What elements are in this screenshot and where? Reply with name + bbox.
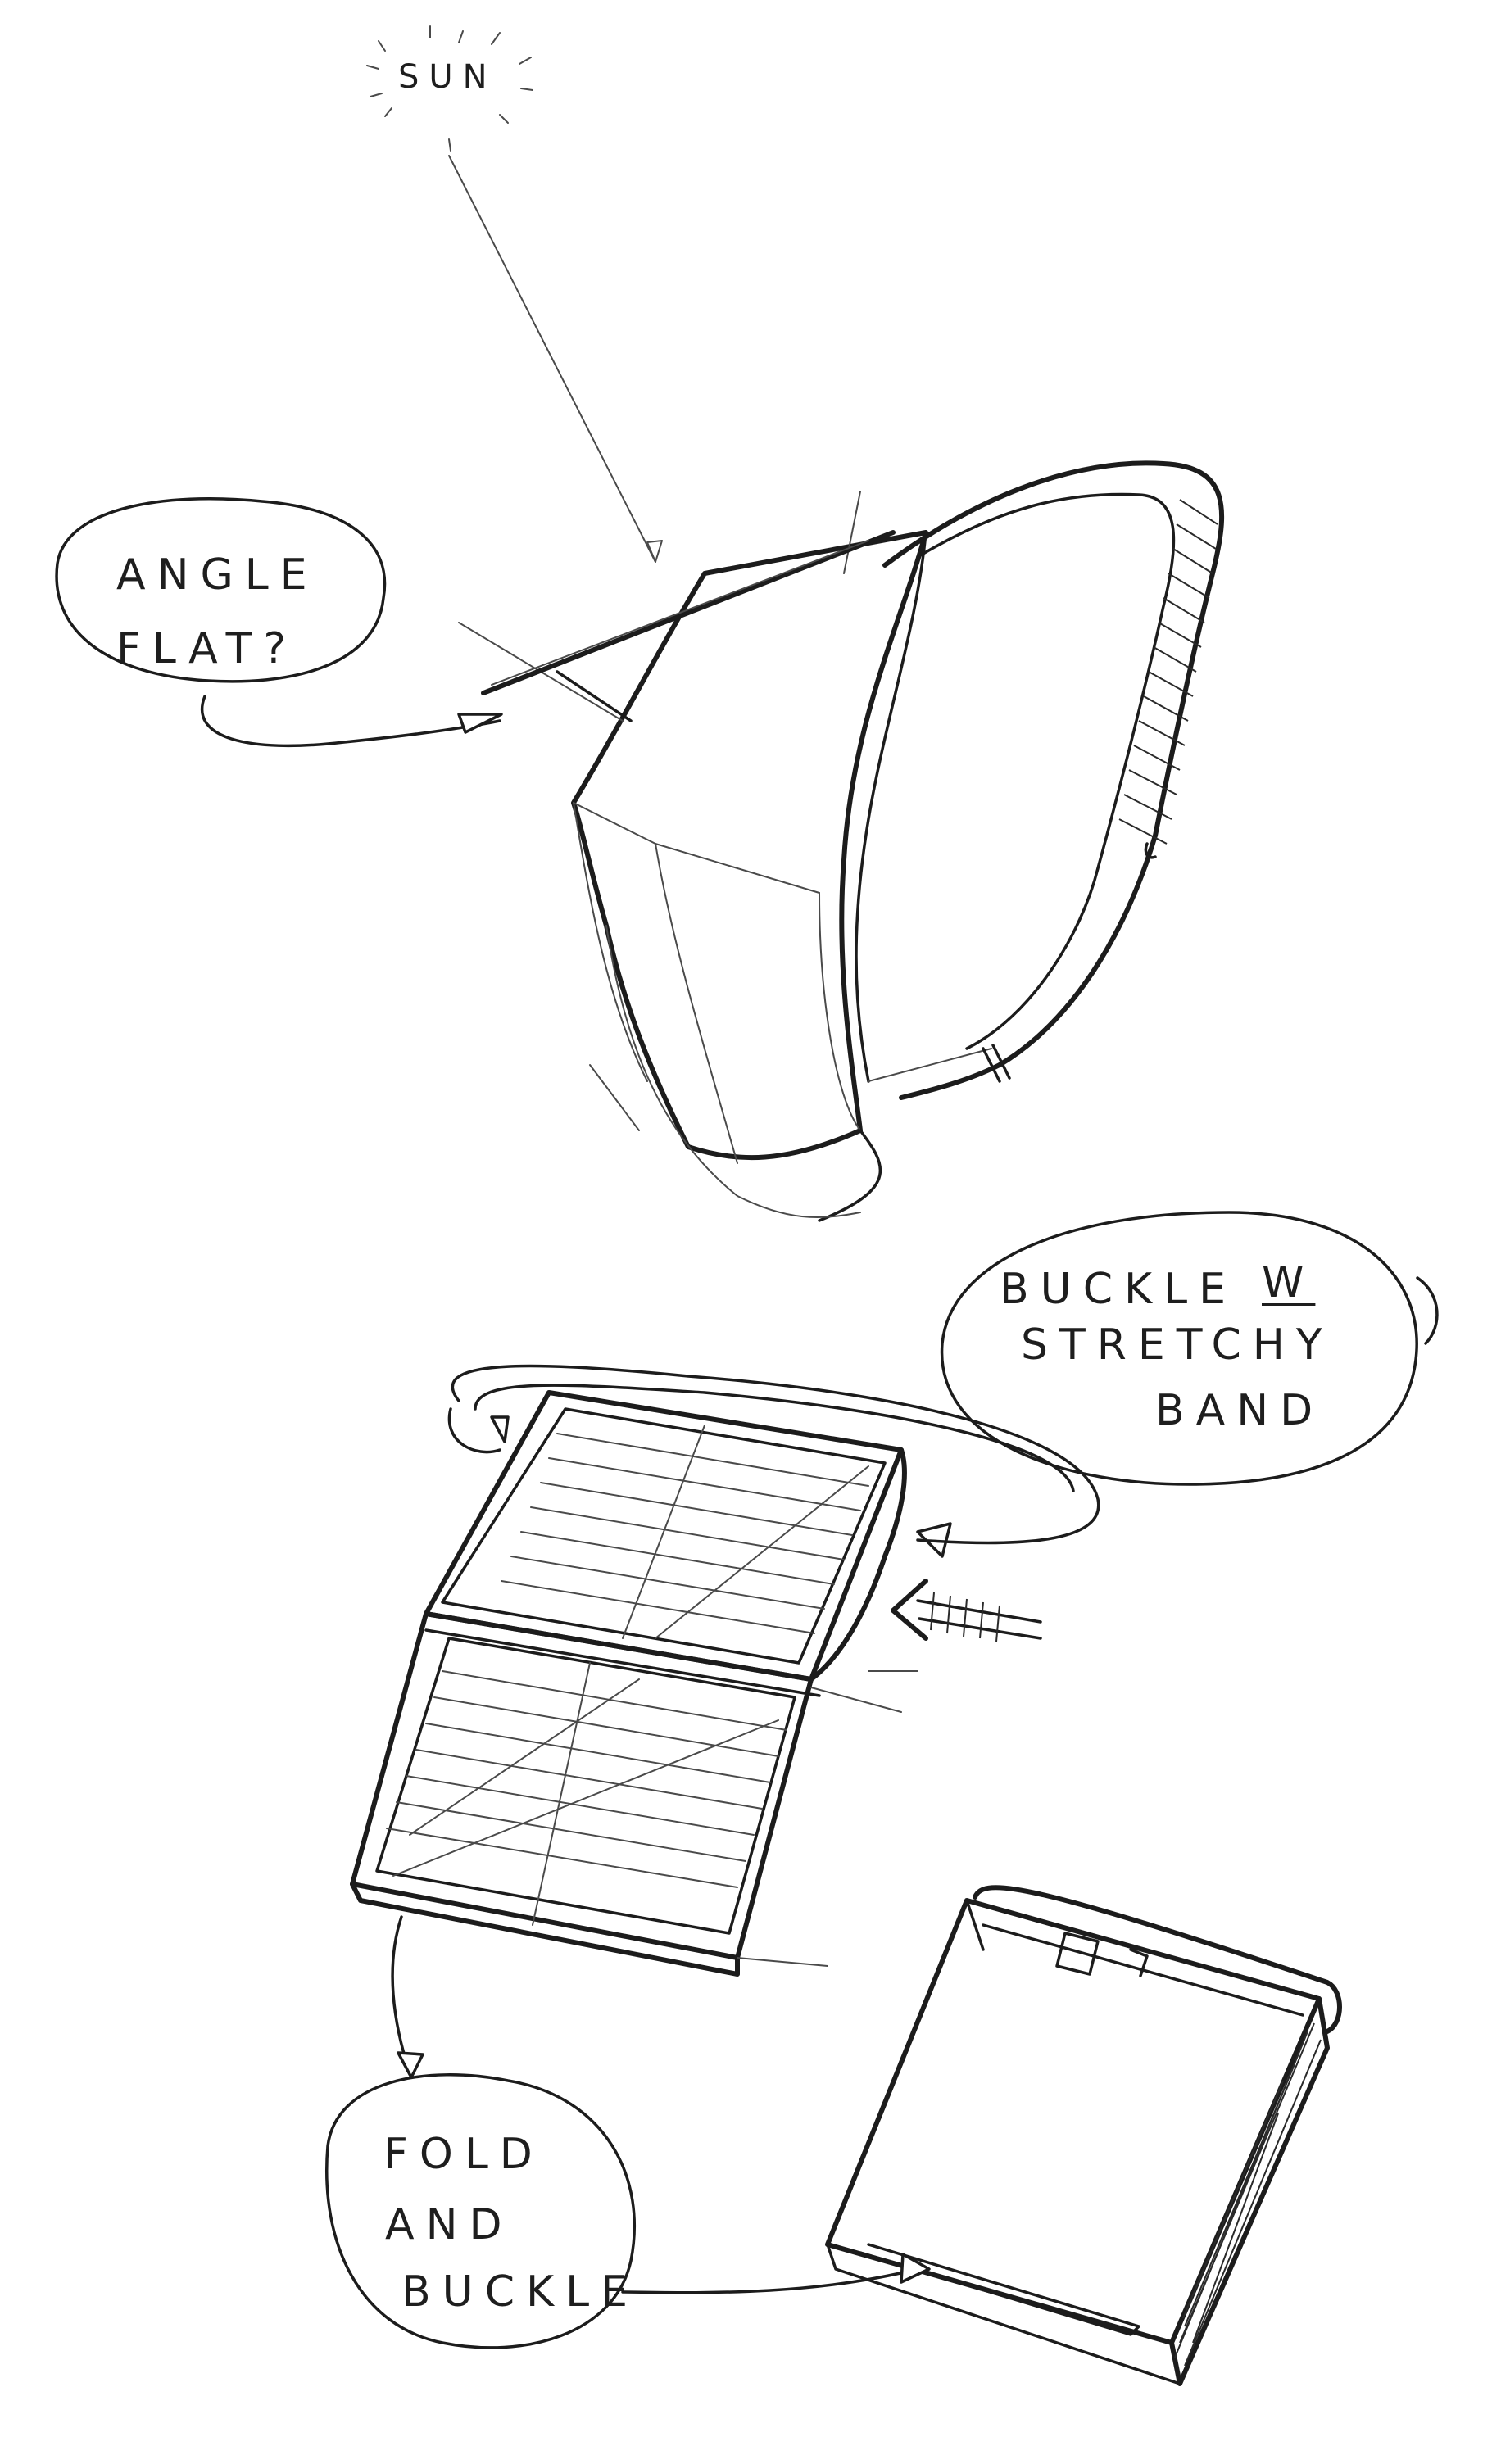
- fold-line2: AND: [385, 2200, 514, 2249]
- sun-ray-arrow: [448, 155, 663, 563]
- fold-line3: BUCKLE: [401, 2267, 639, 2317]
- buckle-line1-a: BUCKLE: [1000, 1265, 1237, 1314]
- bubble-angle-flat: [55, 496, 503, 748]
- folded-solar-panel: [825, 1885, 1342, 2386]
- bubble-fold-buckle: [325, 1915, 931, 2349]
- fold-line1: FOLD: [383, 2130, 544, 2179]
- open-solar-panel: [350, 1364, 1100, 1977]
- buckle-line2: STRETCHY: [1021, 1320, 1334, 1370]
- bubble-buckle-band: [940, 1211, 1439, 1486]
- buckle-line3: BAND: [1155, 1386, 1325, 1435]
- angle-flat-line1: ANGLE: [116, 550, 319, 600]
- sun-label: SUN: [398, 58, 497, 96]
- buckle-line1-b: W: [1262, 1258, 1316, 1307]
- solar-armband: [458, 460, 1225, 1222]
- angle-flat-line2: FLAT?: [116, 624, 297, 673]
- sun-icon: [366, 25, 533, 152]
